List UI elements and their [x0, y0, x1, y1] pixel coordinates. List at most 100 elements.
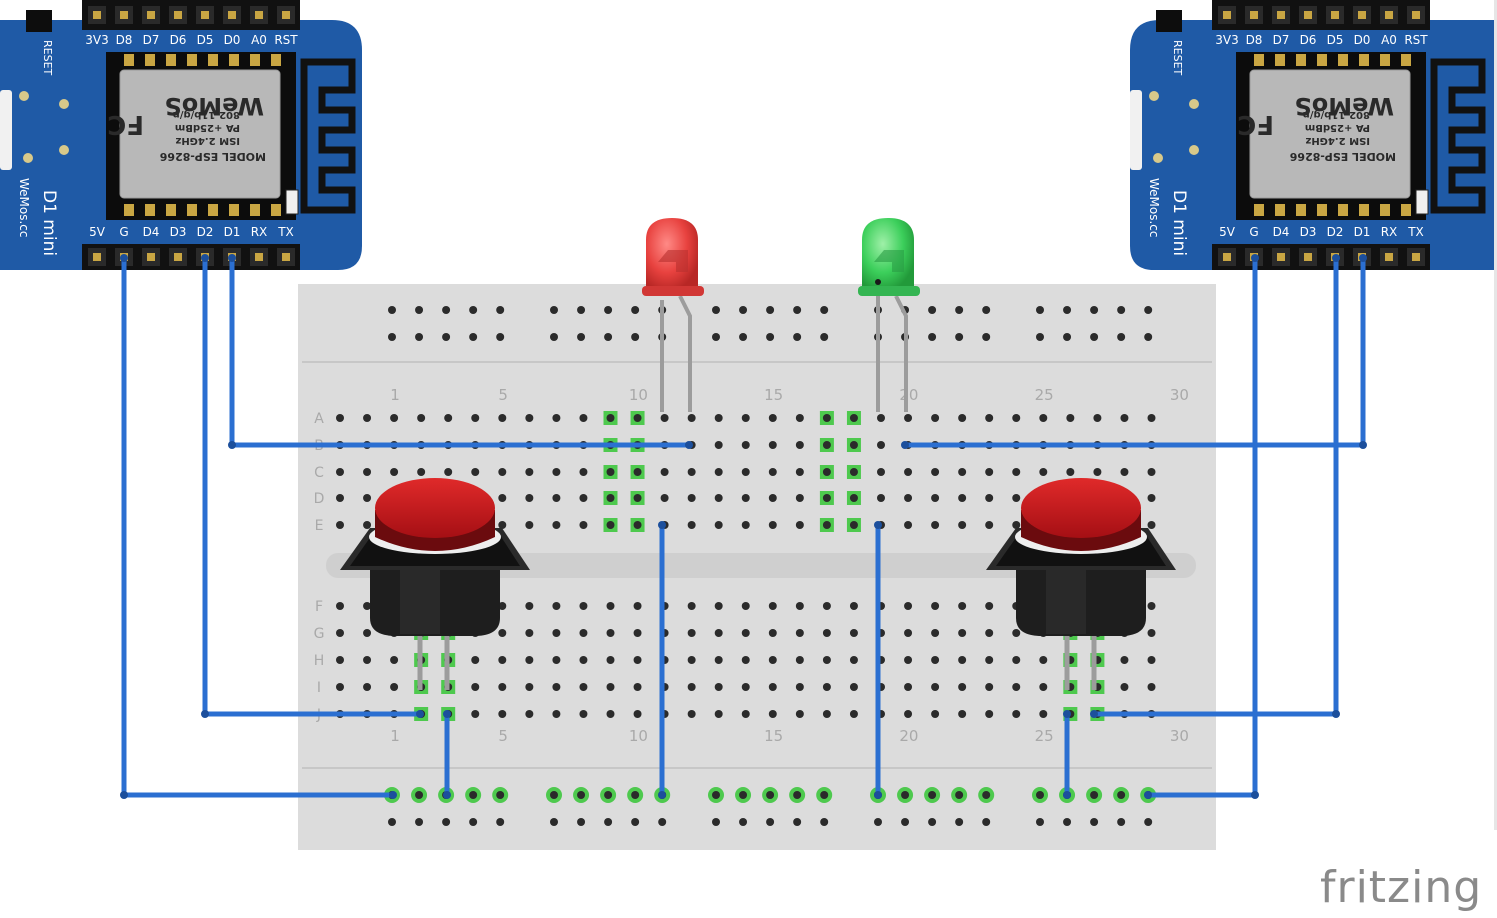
reset-switch[interactable] [26, 10, 52, 32]
pin-label: D4 [1273, 225, 1290, 239]
header-pin-metal [1223, 253, 1231, 261]
rail-hole [604, 306, 613, 314]
breadboard-hole [1039, 414, 1048, 422]
breadboard-hole [1147, 494, 1156, 502]
rail-hole [658, 818, 667, 826]
led-rim [858, 286, 920, 296]
fritzing-watermark: fritzing [1320, 862, 1483, 913]
breadboard-hole [552, 414, 561, 422]
breadboard-hole [687, 710, 696, 718]
pushbutton-left[interactable] [340, 478, 530, 690]
breadboard-hole [768, 710, 777, 718]
column-number-bottom: 15 [764, 727, 783, 745]
rail-hole [1036, 306, 1044, 314]
module-model: MODEL ESP-8266 [1289, 150, 1396, 163]
module-pad [1380, 204, 1390, 216]
breadboard-hole [741, 521, 750, 529]
red-led[interactable] [642, 218, 704, 412]
breadboard-hole [525, 414, 534, 422]
breadboard-hole [904, 602, 913, 610]
breadboard-hole [795, 710, 804, 718]
breadboard-hole [795, 521, 804, 529]
led-leg [894, 295, 908, 412]
column-number-bottom: 10 [629, 727, 648, 745]
shield-can [119, 69, 281, 199]
breadboard-hole [714, 629, 723, 637]
breadboard-hole [336, 521, 344, 529]
module-freq: ISM 2.4GHz [1305, 135, 1370, 146]
breadboard-hole [633, 656, 642, 664]
reset-label: RESET [41, 40, 54, 76]
breadboard-hole [471, 468, 480, 476]
row-letter-bottom: I [317, 680, 321, 696]
pin-label: 3V3 [1215, 33, 1238, 47]
breadboard-hole [336, 629, 344, 637]
reset-switch[interactable] [1156, 10, 1182, 32]
module-maker: WeMoS [164, 92, 264, 120]
pin-label: A0 [251, 33, 267, 47]
rail-hole [1090, 306, 1099, 314]
breadboard-hole [985, 683, 994, 691]
breadboard-hole [336, 494, 344, 502]
breadboard-hole [579, 602, 588, 610]
rail-hole [928, 306, 937, 314]
breadboard-hole [958, 521, 967, 529]
breadboard-hole [687, 414, 696, 422]
module-pad [1317, 204, 1327, 216]
wire-end [416, 710, 424, 718]
breadboard-hole [985, 656, 994, 664]
breadboard-hole [904, 414, 913, 422]
breadboard-hole [741, 441, 750, 449]
wire-end [228, 441, 236, 449]
button-cap[interactable] [1021, 478, 1141, 538]
rail-hole [955, 791, 964, 799]
button-cap[interactable] [375, 478, 495, 538]
led-rim [642, 286, 704, 296]
breadboard-hole [1066, 468, 1075, 476]
breadboard-center-channel [326, 553, 1196, 578]
breadboard-hole [687, 629, 696, 637]
breadboard-hole [985, 602, 994, 610]
header-pin-metal [255, 11, 263, 19]
header-pin-metal [174, 11, 182, 19]
pin-label: D0 [224, 33, 241, 47]
header-pin-metal [201, 11, 209, 19]
wire-end [685, 441, 693, 449]
module-pad [208, 54, 218, 66]
breadboard-hole [1147, 656, 1156, 664]
breadboard-hole [1147, 521, 1156, 529]
breadboard-hole [363, 629, 372, 637]
pushbutton-right[interactable] [986, 478, 1176, 690]
wire-end [120, 254, 128, 262]
rail-hole [1036, 791, 1044, 799]
green-led[interactable] [858, 218, 920, 412]
breadboard-hole [931, 710, 940, 718]
pin-label: G [119, 225, 128, 239]
breadboard-hole [1147, 414, 1156, 422]
header-pin-metal [147, 253, 155, 261]
wire-end [901, 441, 909, 449]
rail-hole [631, 791, 640, 799]
rail-hole [982, 306, 991, 314]
board-name: D1 mini [39, 190, 59, 256]
jumper-wires[interactable] [120, 254, 1367, 799]
breadboard-hole [741, 494, 750, 502]
wire-end [1332, 710, 1340, 718]
breadboard-hole [741, 629, 750, 637]
module-pad [145, 54, 155, 66]
breadboard-hole [822, 494, 831, 502]
rail-hole [820, 791, 829, 799]
header-pin-metal [1412, 253, 1420, 261]
breadboard-hole [904, 710, 913, 718]
module-pad [271, 204, 281, 216]
breadboard-hole [660, 494, 669, 502]
rail-hole [577, 333, 586, 341]
breadboard-hole [525, 656, 534, 664]
wire-end [201, 710, 209, 718]
